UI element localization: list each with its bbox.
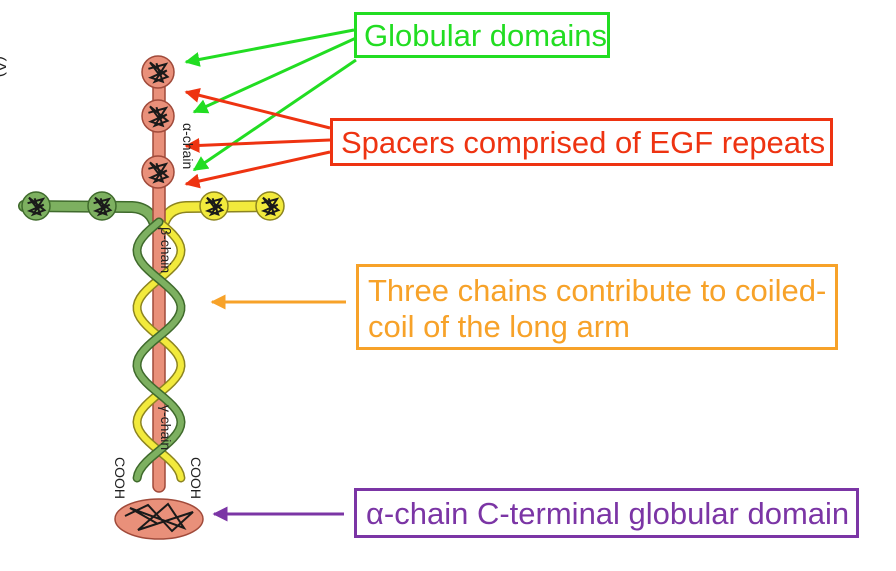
spacers-arrow-3 xyxy=(184,150,331,189)
gamma-chain-label: γ-chain xyxy=(158,405,174,451)
coiled-coil-callout: Three chains contribute to coiled- coil … xyxy=(356,264,838,350)
c-terminal-callout: α-chain C-terminal globular domain xyxy=(354,488,859,538)
alpha-globular-domain-1-tangle xyxy=(148,61,170,84)
globular-arrow-1 xyxy=(184,28,355,67)
beta-globular-domain-2-tangle xyxy=(92,196,113,217)
globular-domains-callout: Globular domains xyxy=(354,12,610,58)
coiled-coil-text-line2: coil of the long arm xyxy=(368,309,630,344)
gamma-chain-helix xyxy=(133,219,185,481)
beta-globular-domain-1-tangle xyxy=(26,196,47,217)
c-terminal-text: α-chain C-terminal globular domain xyxy=(366,496,850,531)
spacers-arrow-1 xyxy=(184,87,331,130)
callout-arrows xyxy=(184,28,357,522)
globular-domains-text: Globular domains xyxy=(364,18,607,53)
spacers-text: Spacers comprised of EGF repeats xyxy=(341,125,826,160)
cooh-right-label: COOH xyxy=(188,457,204,499)
alpha-globular-domain-3-tangle xyxy=(148,161,170,184)
panel-label: (A) xyxy=(0,56,8,78)
spacers-arrow-2 xyxy=(184,137,331,153)
gamma-globular-domain-1-tangle xyxy=(204,196,225,217)
beta-chain-helix xyxy=(133,219,185,481)
spacers-callout: Spacers comprised of EGF repeats xyxy=(330,118,833,166)
alpha-globular-domain-2-tangle xyxy=(148,105,170,128)
cooh-left-label: COOH xyxy=(112,457,128,499)
gamma-globular-domain-2-tangle xyxy=(260,196,281,217)
alpha-c-terminal-tangle xyxy=(124,502,194,533)
coiled-coil-text-line1: Three chains contribute to coiled- xyxy=(368,273,827,308)
laminin-structure xyxy=(18,55,285,540)
beta-chain-label: β-chain xyxy=(158,227,174,274)
alpha-chain-label: α-chain xyxy=(180,123,196,170)
